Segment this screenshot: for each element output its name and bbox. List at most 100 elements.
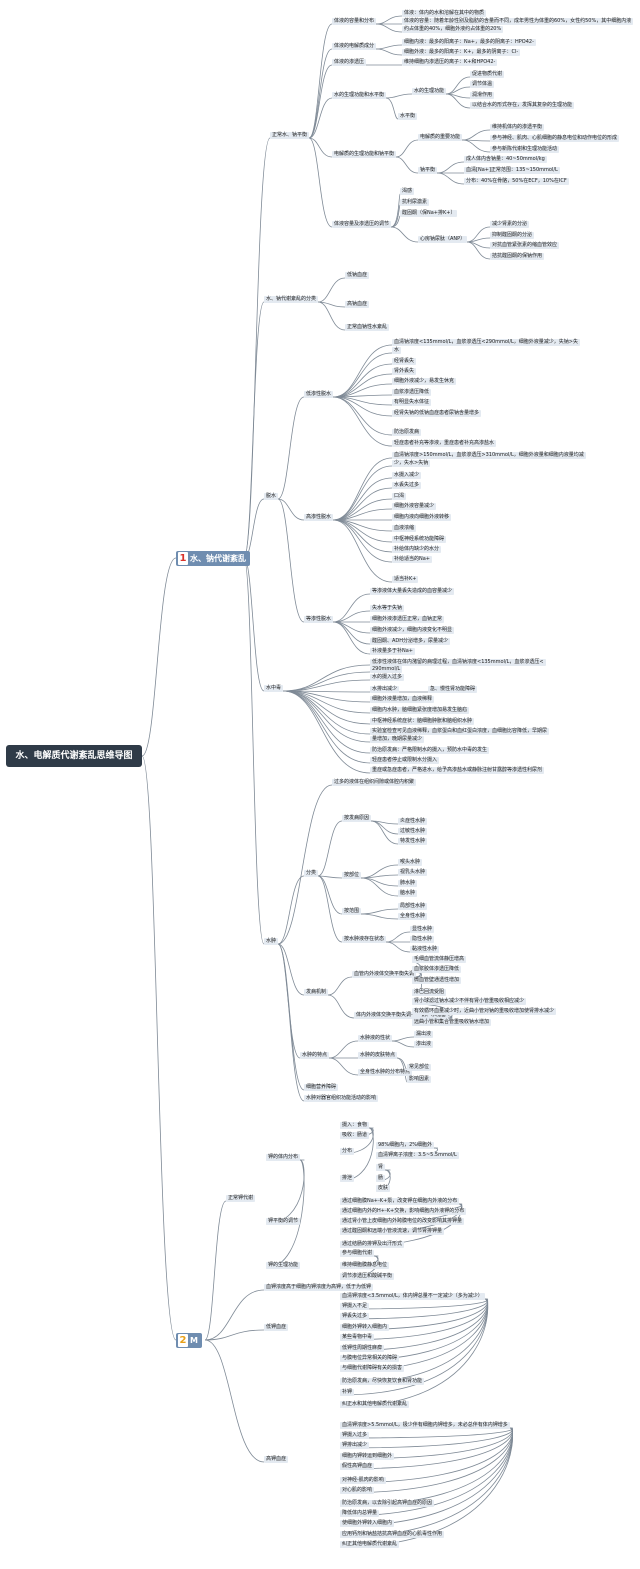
mind-map-node[interactable]: 血清钾离子浓度：3.5~5.5mmol/L xyxy=(376,1152,459,1159)
mind-map-node[interactable]: 按范围 xyxy=(342,908,362,915)
mind-map-node[interactable]: 血浆胶体渗透压降低 xyxy=(412,966,462,973)
mind-map-node[interactable]: 调节渗透压和酸碱平衡 xyxy=(340,1273,395,1280)
mind-map-node[interactable]: 促进物质代谢 xyxy=(470,71,505,78)
mind-map-node[interactable]: 少，失水>失钠 xyxy=(392,460,431,467)
mind-map-node[interactable]: 醛固酮（保Na+排K+） xyxy=(400,210,458,217)
mind-map-node[interactable]: 通过细胞内外的H+-K+交换，影响细胞内外液钾的分布 xyxy=(340,1208,467,1215)
mind-map-node[interactable]: 中枢神经系统功能障碍 xyxy=(392,536,447,543)
mind-map-node[interactable]: 水、钠代谢紊乱的分类 xyxy=(264,296,319,303)
mind-map-node[interactable]: 血清[Na+]正常范围：135~150mmol/L xyxy=(464,167,560,174)
mind-map-node[interactable]: 体内外液体交换平衡失调——钠、水潴留 xyxy=(354,1012,449,1019)
mind-map-node[interactable]: 润滑作用 xyxy=(470,92,495,99)
mind-map-node[interactable]: 肠 xyxy=(376,1175,386,1182)
mind-map-node[interactable]: 使细胞外钾转入细胞内 xyxy=(340,1520,395,1527)
mind-map-node[interactable]: 钠平衡 xyxy=(418,167,438,174)
mind-map-node[interactable]: 防治原发病：严格限制水的摄入，预防水中毒的发生 xyxy=(370,747,490,754)
mind-map-node[interactable]: 肾 xyxy=(376,1164,386,1171)
mind-map-node[interactable]: 量增加，晚期尿量减少 xyxy=(370,736,425,743)
mind-map-node[interactable]: 防治原发病，以去除引起高钾血症的原因 xyxy=(340,1500,435,1507)
mind-map-node[interactable]: 水丢失过多 xyxy=(392,482,422,489)
mind-map-root[interactable]: 水、电解质代谢紊乱思维导图 xyxy=(6,745,142,767)
mind-map-node[interactable]: 假性高钾血症 xyxy=(340,1463,375,1470)
mind-map-node[interactable]: 体液的容量和分布 xyxy=(332,18,377,25)
mind-map-node[interactable]: 对抗血管紧张素的缩血管效应 xyxy=(490,242,560,249)
mind-map-node[interactable]: 应用钙剂和钠盐拮抗高钾血症的心肌毒性作用 xyxy=(340,1531,445,1538)
mind-map-node[interactable]: 正常钾代谢 xyxy=(226,1195,256,1202)
mind-map-node[interactable]: 体液的电解质成分 xyxy=(332,43,377,50)
mind-map-node[interactable]: 细胞内钾转运到细胞外 xyxy=(340,1453,395,1460)
mind-map-node[interactable]: 细胞外液容量减少 xyxy=(392,503,437,510)
mind-map-node[interactable]: 高钾血症 xyxy=(264,1456,289,1463)
mind-map-node[interactable]: 水 xyxy=(392,347,402,354)
mind-map-node[interactable]: 细胞内水肿，脑细胞紧张度增加易发生脑疝 xyxy=(370,707,470,714)
mind-map-node[interactable]: 毛细血管流体静压增高 xyxy=(412,956,467,963)
mind-map-node[interactable]: 细胞外液减少，细胞内液变化不明显 xyxy=(370,627,455,634)
mind-map-node[interactable]: 按发病原因 xyxy=(342,815,372,822)
mind-map-node[interactable]: 血钾浓度高于细胞内钾浓度为高钾，低于为低钾 xyxy=(264,1284,374,1291)
mind-map-node[interactable]: 渗出液 xyxy=(414,1041,434,1048)
mind-map-node[interactable]: 体液：体内的水和溶解在其中的物质 xyxy=(402,10,487,17)
mind-map-node[interactable]: 高钠血症 xyxy=(345,301,370,308)
mind-map-node[interactable]: 降低体内总钾量 xyxy=(340,1510,380,1517)
mind-map-node[interactable]: 排泄 xyxy=(340,1175,355,1182)
mind-map-node[interactable]: 常见部位 xyxy=(407,1064,432,1071)
mind-map-node[interactable]: 醛固酮、ADH分泌增多，尿量减少 xyxy=(370,638,451,645)
mind-map-node[interactable]: 发病机制 xyxy=(304,989,329,996)
mind-map-node[interactable]: 补钾 xyxy=(340,1389,355,1396)
mind-map-node[interactable]: 调节体温 xyxy=(470,81,495,88)
mind-map-node[interactable]: 等渗液体大量丢失造成的血容量减少 xyxy=(370,588,455,595)
mind-map-node[interactable]: 钾平衡的调节 xyxy=(266,1218,301,1225)
mind-map-node[interactable]: 参与细胞代谢 xyxy=(340,1250,375,1257)
mind-map-node[interactable]: 有明显失水体征 xyxy=(392,399,432,406)
mind-map-node[interactable]: 水肿的特点 xyxy=(300,1052,330,1059)
mind-map-node[interactable]: 减少肾素的分泌 xyxy=(490,221,530,228)
mind-map-node[interactable]: 参与神经、肌肉、心肌细胞的静息电位和动作电位的形成 xyxy=(490,135,620,142)
mind-map-node[interactable]: 血清钠浓度>150mmol/L，血浆渗透压>310mmol/L，细胞外液量和细胞… xyxy=(392,452,586,459)
mind-map-node[interactable]: 钾的体内分布 xyxy=(266,1154,301,1161)
mind-map-node[interactable]: 通过结肠的排钾及出汗形式 xyxy=(340,1241,405,1248)
mind-map-node[interactable]: 口渴 xyxy=(392,493,407,500)
mind-map-node[interactable]: 显性水肿 xyxy=(410,926,435,933)
mind-map-node[interactable]: 正常水、钠平衡 xyxy=(270,132,310,139)
mind-map-node[interactable]: 淋巴回流受阻 xyxy=(412,989,447,996)
mind-map-node[interactable]: 血浆渗透压降低 xyxy=(392,389,432,396)
mind-map-node[interactable]: 水中毒 xyxy=(264,685,284,692)
mind-map-node[interactable]: 水排出减少 xyxy=(370,686,400,693)
mind-map-node[interactable]: 细胞外液渗透压正常，血钠正常 xyxy=(370,616,445,623)
mind-map-node[interactable]: 对神经-肌肉的影响 xyxy=(340,1477,386,1484)
mind-map-node[interactable]: 水肿的皮肤特点 xyxy=(358,1052,398,1059)
mind-map-node[interactable]: 细胞外液：最多的阳离子：K+，最多的阴离子：Cl- xyxy=(402,49,521,56)
mind-map-node[interactable]: 低钠血症 xyxy=(345,272,370,279)
mind-map-node[interactable]: 经肾失钠的低钠血症患者尿钠含量增多 xyxy=(392,410,482,417)
mind-map-node[interactable]: 影响因素 xyxy=(407,1076,432,1083)
mind-map-node[interactable]: 远曲小管和集合管重吸收钠水增加 xyxy=(412,1019,492,1026)
mind-map-node[interactable]: 心房钠尿肽（ANP） xyxy=(418,236,468,243)
mind-map-node[interactable]: 水平衡 xyxy=(398,113,418,120)
mind-map-node[interactable]: 纠正水和其他电解质代谢紊乱 xyxy=(340,1401,410,1408)
mind-map-node[interactable]: 微血管壁通透性增加 xyxy=(412,977,462,984)
mind-map-node[interactable]: 钾排出减少 xyxy=(340,1442,370,1449)
mind-map-node[interactable]: 脱水 xyxy=(264,493,279,500)
mind-map-node[interactable]: 肾小球滤过钠水减少不伴有肾小管重吸收相应减少 xyxy=(412,998,527,1005)
mind-map-node[interactable]: 补给适当的Na+ xyxy=(392,556,432,563)
mind-map-node[interactable]: 炎症性水肿 xyxy=(398,818,428,825)
mind-map-node[interactable]: 肺水肿 xyxy=(398,880,418,887)
mind-map-node[interactable]: 低渗性脱水 xyxy=(304,391,334,398)
mind-map-node[interactable]: 维持细胞内渗透压的离子：K+和HPO42- xyxy=(402,59,498,66)
mind-map-node[interactable]: 血清钠浓度<135mmol/L，血浆渗透压<290mmol/L，细胞外液量减少，… xyxy=(392,339,580,346)
mind-map-node[interactable]: 体液的容量：随着年龄性别及脂肪的含量而不同，成年男性为体重的60%，女性约50%… xyxy=(402,18,634,25)
mind-map-node[interactable]: 以结合水的形式存在，发挥其复杂的生理功能 xyxy=(470,102,575,109)
mind-map-node[interactable]: 细胞内液向细胞外液转移 xyxy=(392,514,452,521)
mind-map-node[interactable]: 适当补K+ xyxy=(392,576,419,583)
mind-map-node[interactable]: 隐性水肿 xyxy=(410,936,435,943)
mind-map-node[interactable]: 抑制醛固酮的分泌 xyxy=(490,232,535,239)
mind-map-node[interactable]: 实验室检查可见血液稀释，血浆蛋白和血红蛋白浓度，血细胞比容降低，早期尿 xyxy=(370,728,550,735)
mind-map-node[interactable]: 局部性水肿 xyxy=(398,903,428,910)
mind-map-node[interactable]: 分类 xyxy=(304,870,319,877)
mind-map-node[interactable]: 补给体内缺少的水分 xyxy=(392,546,442,553)
mind-map-node[interactable]: 摄入：食物 xyxy=(340,1122,370,1129)
mind-map-node[interactable]: 血管内外液体交换平衡失调 xyxy=(352,971,417,978)
mind-map-node[interactable]: 黏液性水肿 xyxy=(410,946,440,953)
mind-map-node[interactable]: 通过细胞膜Na+-K+泵，改变钾在细胞内外液的分布 xyxy=(340,1198,460,1205)
